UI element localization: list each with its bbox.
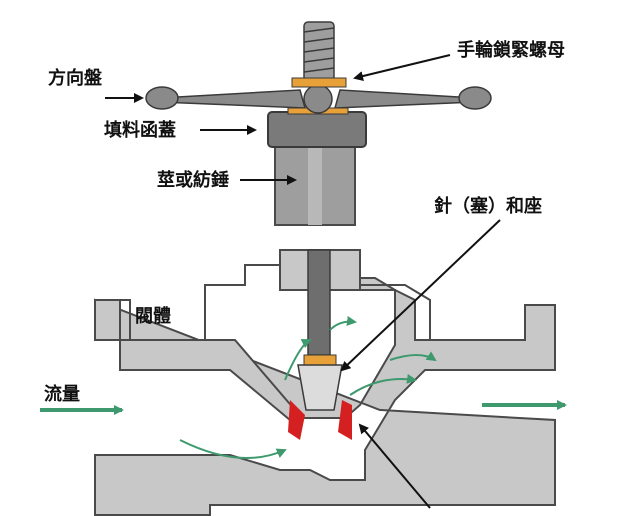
label-flow: 流量 [44,384,80,405]
label-valve-body: 閥體 [135,306,171,327]
needle-callout-arrow [340,219,501,372]
flow-curve-inlet [179,439,287,459]
locknut-callout-arrow [353,54,451,81]
seat-left [288,400,305,440]
label-needle-plug-seat: 針（塞）和座 [434,196,542,217]
packing-gland [267,111,367,148]
flow-curve-upper-left [284,339,312,381]
handwheel-locknut [291,77,347,88]
needle-plug [297,354,343,411]
threaded-stem [291,21,347,88]
label-packing-gland: 填料函蓋 [104,120,176,141]
stem [307,249,331,356]
label-handwheel-locknut: 手輪鎖緊螺母 [457,40,565,61]
label-handwheel: 方向盤 [48,68,102,89]
flow-curve-outlet [349,373,417,396]
handwheel [145,84,492,115]
seat-right [338,400,352,440]
seat-callout-arrow [358,423,431,509]
label-stem-spindle: 莖或紡錘 [157,170,229,191]
flow-curve-upper-right [329,315,357,331]
flow-curve-chamber [389,351,437,362]
stem-housing [274,139,356,226]
